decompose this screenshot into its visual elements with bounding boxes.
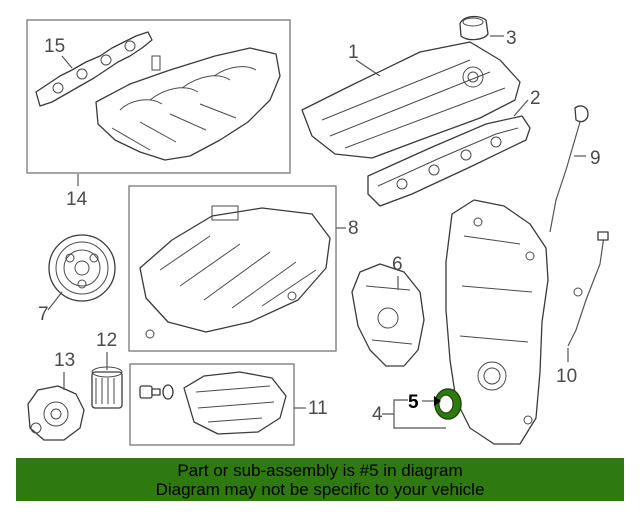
info-banner: Part or sub-assembly is #5 in diagram Di… — [16, 458, 624, 501]
upper-oil-pan-part[interactable] — [139, 205, 331, 339]
valve-cover-gasket-part[interactable] — [367, 115, 531, 207]
crankshaft-pulley-part[interactable] — [48, 234, 116, 302]
intake-gasket-part[interactable] — [35, 31, 153, 107]
callout-1: 1 — [348, 42, 359, 63]
callout-12: 12 — [96, 330, 117, 351]
banner-line-2: Diagram may not be specific to your vehi… — [155, 480, 485, 499]
banner-line-1: Part or sub-assembly is #5 in diagram — [177, 461, 463, 480]
group-box-11 — [129, 363, 295, 446]
callout-4: 4 — [372, 404, 383, 425]
drain-plug-washer-part[interactable] — [162, 384, 174, 400]
drain-plug-part[interactable] — [139, 385, 161, 399]
oil-level-gauge-tube-part[interactable] — [567, 231, 609, 347]
leader-4 — [382, 399, 446, 429]
callout-14: 14 — [66, 189, 88, 210]
callout-11: 11 — [308, 398, 328, 419]
callout-15: 15 — [44, 36, 65, 57]
callout-9: 9 — [590, 148, 601, 169]
oil-pump-part[interactable] — [351, 263, 425, 367]
leader-7 — [47, 291, 63, 311]
callout-5: 5 — [408, 392, 419, 413]
callout-10: 10 — [556, 366, 577, 387]
leader-2 — [513, 99, 529, 117]
callout-13: 13 — [54, 350, 75, 371]
oil-filter-part[interactable] — [91, 366, 123, 409]
callout-6: 6 — [392, 254, 403, 275]
dipstick-part[interactable] — [549, 105, 589, 233]
group-box-14 — [26, 19, 291, 174]
callout-2: 2 — [530, 88, 541, 109]
water-pump-part[interactable] — [27, 385, 85, 441]
intake-manifold-part[interactable] — [95, 47, 281, 161]
leader-1 — [355, 59, 381, 77]
crankshaft-front-seal-part[interactable] — [434, 388, 462, 420]
callout-3: 3 — [506, 28, 517, 49]
callout-8: 8 — [348, 218, 359, 239]
seal-arrow-head — [434, 396, 441, 406]
callout-7: 7 — [38, 304, 49, 325]
leader-15 — [61, 55, 73, 69]
timing-cover-part[interactable] — [445, 199, 549, 445]
lower-oil-pan-part[interactable] — [183, 371, 287, 435]
group-box-8 — [128, 185, 337, 352]
oil-filler-cap-part[interactable] — [459, 15, 489, 41]
valve-cover-part[interactable] — [301, 41, 521, 159]
